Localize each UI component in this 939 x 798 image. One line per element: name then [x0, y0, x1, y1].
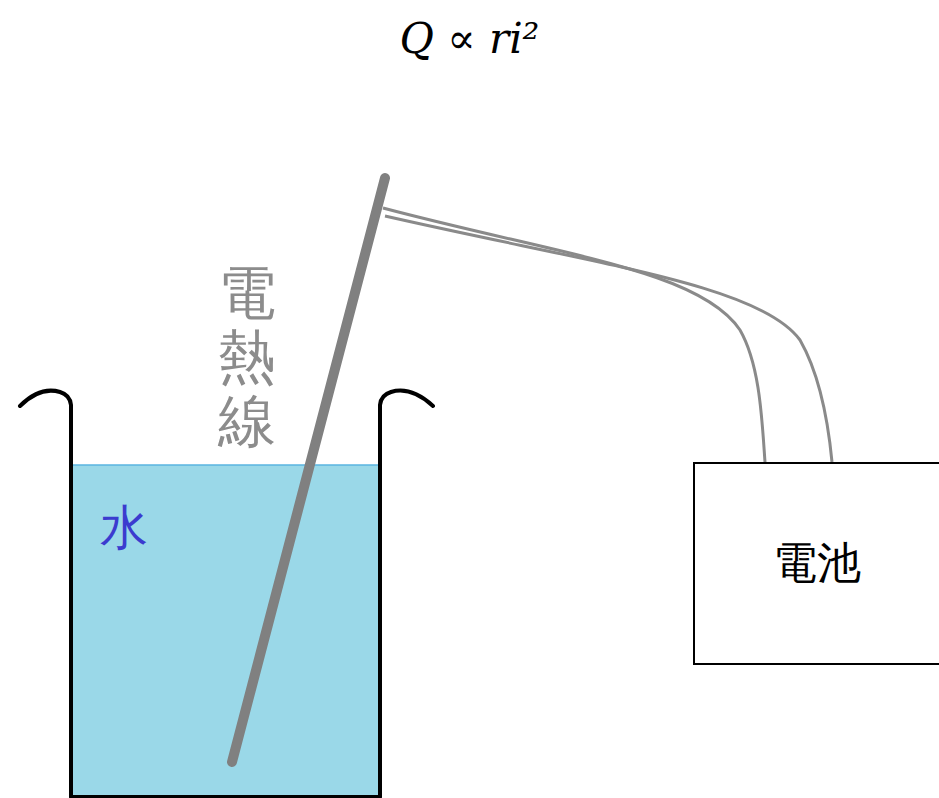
water	[72, 465, 379, 796]
battery-box: 電池	[693, 462, 939, 665]
formula-title: Q ∝ ri²	[0, 14, 939, 63]
wire	[385, 216, 832, 462]
water-label: 水	[100, 496, 148, 560]
battery-label: 電池	[773, 534, 861, 593]
heating-wire-label: 電熱線	[218, 262, 276, 453]
wire	[383, 208, 765, 462]
water-surface	[72, 464, 379, 466]
